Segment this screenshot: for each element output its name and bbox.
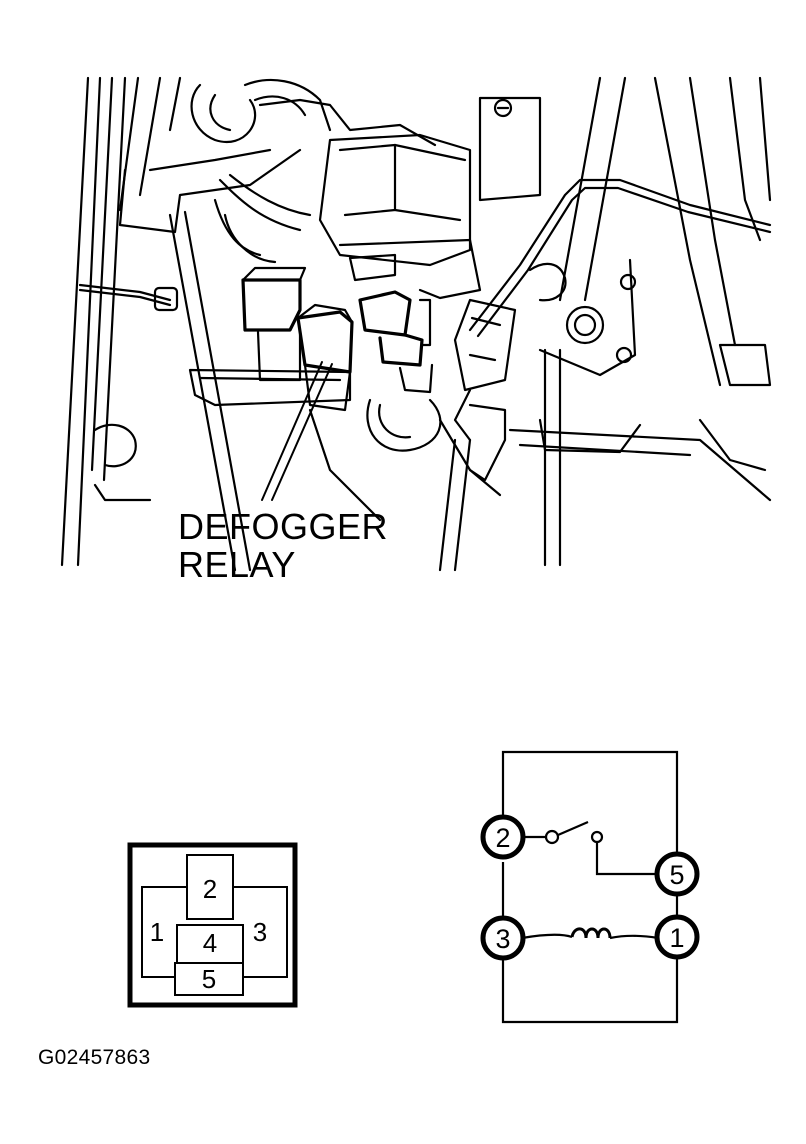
schematic-terminal-5: 5 [669, 860, 684, 890]
callout-line-2: RELAY [178, 544, 296, 585]
schematic-terminal-1: 1 [669, 923, 684, 953]
schematic-terminal-3: 3 [495, 924, 510, 954]
connector-terminal-5: 5 [202, 964, 216, 994]
connector-terminal-2: 2 [203, 874, 217, 904]
callout-line-1: DEFOGGER [178, 506, 389, 547]
connector-terminal-3: 3 [253, 917, 267, 947]
relay-connector-diagram: 1 2 3 4 5 [127, 842, 298, 1008]
defogger-relay-callout: DEFOGGER RELAY [178, 508, 388, 584]
figure-id: G02457863 [38, 1046, 151, 1069]
schematic-terminal-2: 2 [495, 823, 510, 853]
connector-terminal-4: 4 [203, 928, 217, 958]
engine-bay-illustration [60, 76, 772, 572]
relay-schematic: 2 5 3 1 [480, 750, 700, 1024]
connector-terminal-1: 1 [150, 917, 164, 947]
